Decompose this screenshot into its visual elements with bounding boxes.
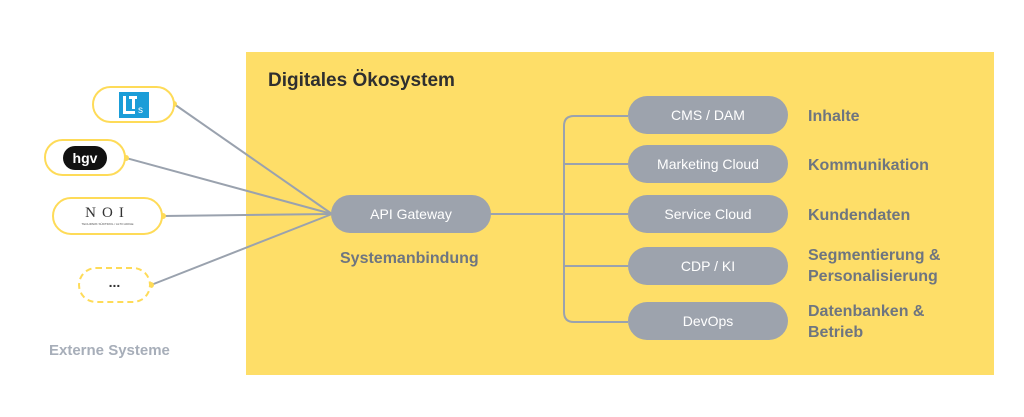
service-node-service: Service Cloud	[628, 195, 788, 233]
ecosystem-title: Digitales Ökosystem	[268, 70, 455, 91]
connector-more	[150, 213, 333, 286]
service-node-devops: DevOps	[628, 302, 788, 340]
hgv-logo: hgv	[44, 139, 126, 176]
lts-logo-icon: s	[118, 91, 149, 118]
lts-logo: s	[92, 86, 175, 123]
noi-logo-text: NOI	[85, 205, 130, 221]
more-systems-icon: ...	[108, 274, 121, 290]
noi-logo-subtext: TECHPARK SÜDTIROL / ALTO ADIGE	[81, 222, 134, 226]
service-bus	[563, 115, 628, 323]
service-caption-cdp: Segmentierung & Personalisierung	[808, 247, 941, 285]
api-gateway-node: API Gateway	[331, 195, 491, 233]
service-node-cms: CMS / DAM	[628, 96, 788, 134]
service-caption-service: Kundendaten	[808, 207, 911, 224]
gateway-caption: Systemanbindung	[340, 250, 479, 267]
hgv-logo-icon: hgv	[63, 145, 107, 170]
service-node-marketing: Marketing Cloud	[628, 145, 788, 183]
service-caption-cms: Inhalte	[808, 108, 860, 125]
service-caption-devops: Datenbanken & Betrieb	[808, 303, 925, 341]
service-caption-marketing: Kommunikation	[808, 157, 929, 174]
external-systems-label: Externe Systeme	[49, 342, 170, 359]
connector-hgv	[125, 157, 333, 215]
noi-logo: NOI TECHPARK SÜDTIROL / ALTO ADIGE	[52, 197, 163, 235]
svg-text:s: s	[138, 105, 143, 116]
noi-logo-icon: NOI TECHPARK SÜDTIROL / ALTO ADIGE	[82, 206, 134, 226]
hgv-logo-text: hgv	[72, 149, 98, 166]
connector-noi	[162, 213, 333, 217]
more-systems-logo: ...	[78, 267, 151, 303]
service-node-cdp: CDP / KI	[628, 247, 788, 285]
connector-lts	[173, 103, 333, 215]
